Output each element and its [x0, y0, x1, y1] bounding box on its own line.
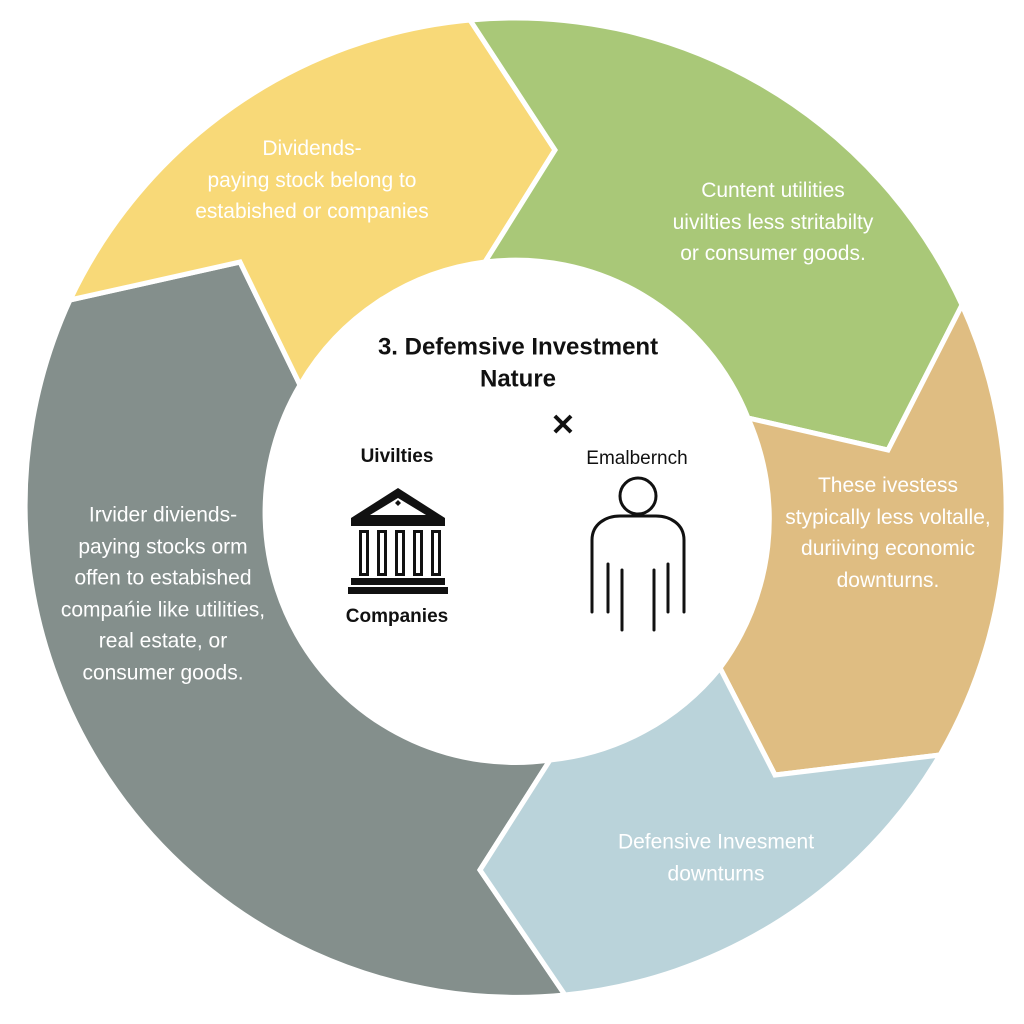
text-line: consumer goods. — [82, 661, 244, 684]
text-line: or consumer goods. — [680, 241, 866, 265]
text-line: Dividends- — [262, 136, 362, 160]
center-title: 3. Defemsive Investment Nature — [378, 332, 658, 397]
segment-yellow — [65, 17, 558, 391]
text-line: duriiving economic — [801, 537, 975, 560]
text-line: These ivestess — [817, 474, 959, 497]
person-icon — [590, 476, 686, 632]
center-title-line1: 3. Defemsive Investment — [377, 333, 659, 361]
text-line: compańie like utilities, — [60, 598, 266, 621]
segment-blue — [477, 663, 945, 998]
segment-tan-text: These ivestess stypically less voltalle,… — [785, 470, 990, 596]
bank-building-icon — [348, 488, 448, 594]
text-line: real estate, or — [98, 629, 228, 653]
center-disc — [264, 264, 760, 760]
segment-green — [465, 15, 965, 453]
text-line: paying stocks orm — [78, 535, 248, 558]
text-line: estabished or companies — [195, 199, 429, 223]
text-line: paying stock belong to — [207, 168, 417, 192]
text-line: Defensive Invesment — [617, 830, 815, 854]
center-title-line2: Nature — [479, 366, 557, 393]
text-line: Irvider diviends- — [88, 503, 238, 527]
close-icon: ✕ — [550, 409, 576, 442]
left-bottom-label: Companies — [345, 606, 449, 627]
segment-gray-text: Irvider diviends- paying stocks orm offe… — [61, 500, 265, 689]
segment-blue-text: Defensive Invesment downturns — [618, 827, 814, 890]
text-line: uivilties less stritabilty — [672, 210, 874, 234]
segment-green-text: Cuntent utilities uivilties less stritab… — [673, 175, 874, 270]
text-line: Cuntent utilities — [701, 178, 845, 202]
text-line: offen to estabished — [74, 566, 252, 590]
left-top-label: Uivilties — [360, 446, 434, 467]
right-label: Emalbernch — [586, 448, 688, 469]
text-line: downturns — [667, 862, 765, 885]
segment-yellow-text: Dividends- paying stock belong to estabi… — [195, 133, 428, 228]
text-line: stypically less voltalle, — [785, 505, 991, 529]
text-line: downturns. — [836, 568, 940, 592]
